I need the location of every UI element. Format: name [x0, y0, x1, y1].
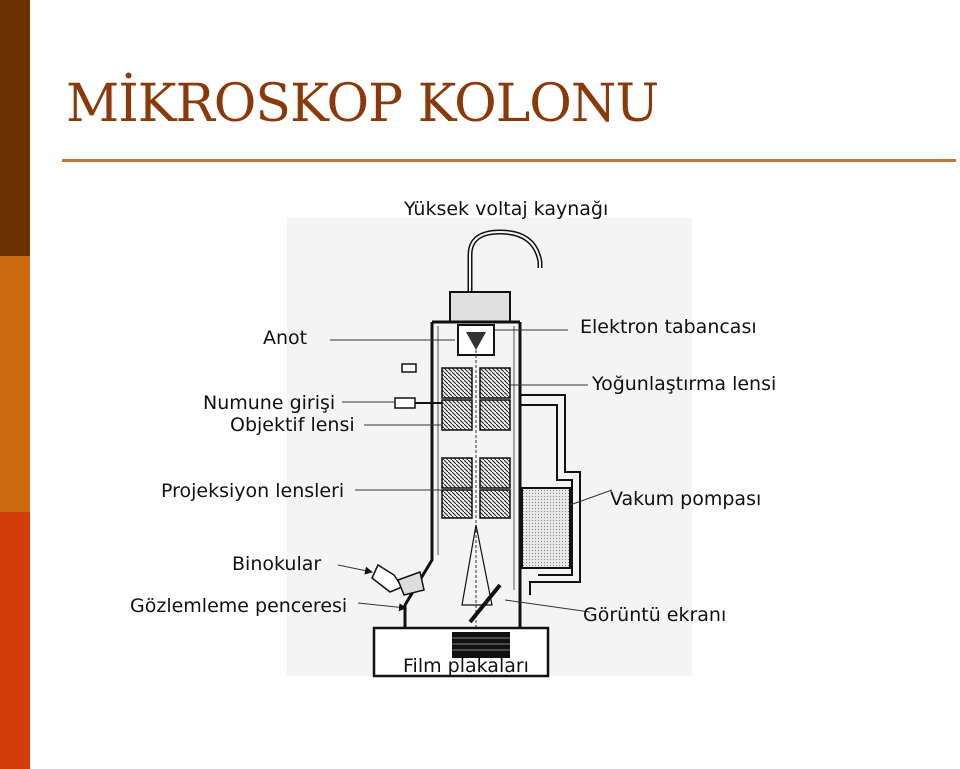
sidebar-segment-bottom	[0, 512, 30, 769]
label-observation-window: Gözlemleme penceresi	[130, 595, 348, 617]
label-projection-lenses: Projeksiyon lensleri	[161, 480, 345, 502]
high-voltage-block	[449, 291, 511, 323]
label-condenser-lens: Yoğunlaştırma lensi	[592, 373, 777, 395]
label-anode: Anot	[263, 327, 308, 349]
viewing-screen	[468, 583, 502, 624]
label-vacuum-pump: Vakum pompası	[610, 488, 762, 510]
projection-lenses-shape	[441, 457, 511, 519]
sidebar-segment-middle	[0, 256, 30, 512]
leader-lines	[330, 329, 613, 613]
label-high-voltage: Yüksek voltaj kaynağı	[404, 198, 609, 220]
title-underline	[62, 159, 956, 162]
page-title: MİKROSKOP KOLONU	[66, 74, 659, 134]
label-binocular: Binokular	[232, 553, 322, 575]
film-plates-stack	[452, 632, 510, 658]
sidebar-segment-top	[0, 0, 30, 256]
label-film-plates: Film plakaları	[403, 655, 529, 677]
vacuum-pump-body	[521, 487, 571, 569]
specimen-entry-port	[394, 363, 442, 409]
left-sidebar	[0, 0, 30, 769]
binocular-shape	[371, 563, 425, 596]
beam-cone	[461, 524, 493, 606]
label-specimen-entry: Numune girişi	[203, 392, 336, 414]
label-display-screen: Görüntü ekranı	[583, 604, 727, 626]
label-objective-lens: Objektif lensi	[230, 414, 355, 436]
vacuum-piping	[520, 394, 581, 595]
condenser-lens-shape	[441, 367, 511, 431]
label-electron-gun: Elektron tabancası	[580, 316, 757, 338]
